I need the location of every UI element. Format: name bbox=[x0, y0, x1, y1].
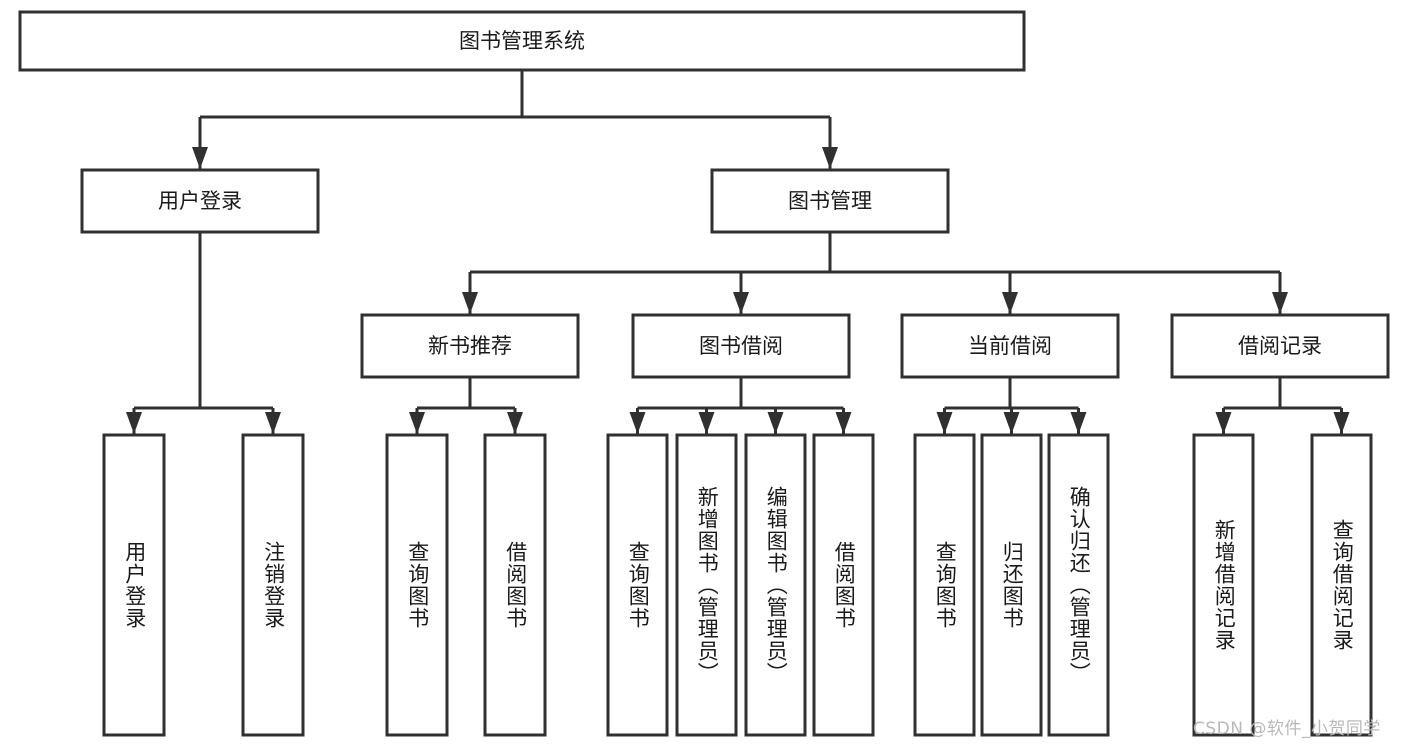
node-box-leaf-return-book[interactable] bbox=[980, 433, 1043, 737]
arrow-head-icon-leaf-borrow-book-2 bbox=[835, 412, 852, 434]
node-box-new-book-recommend[interactable] bbox=[360, 313, 580, 379]
node-box-borrow-record[interactable] bbox=[1170, 313, 1390, 379]
arrow-head-icon-leaf-user-logout bbox=[265, 412, 281, 434]
node-box-leaf-query-book-3[interactable] bbox=[913, 433, 976, 737]
node-label-user-login: 用户登录 bbox=[158, 189, 242, 213]
node-label-current-borrow: 当前借阅 bbox=[968, 334, 1052, 358]
node-box-leaf-query-record[interactable] bbox=[1310, 433, 1373, 737]
arrow-head-icon-book-manage bbox=[822, 147, 838, 169]
connectors-layer bbox=[126, 70, 1350, 434]
node-box-leaf-user-login[interactable] bbox=[102, 433, 166, 737]
node-box-leaf-query-book-1[interactable] bbox=[385, 433, 449, 737]
csdn-watermark: CSDN @软件_小贺同学 bbox=[1193, 719, 1381, 739]
node-box-leaf-confirm-return[interactable] bbox=[1047, 433, 1110, 737]
arrow-head-icon-leaf-query-book-3 bbox=[936, 412, 953, 434]
arrow-head-icon-leaf-query-book-2 bbox=[629, 412, 646, 434]
node-box-leaf-add-book[interactable] bbox=[675, 433, 738, 737]
node-box-leaf-borrow-book-1[interactable] bbox=[483, 433, 547, 737]
arrow-head-icon-current-borrow bbox=[1002, 292, 1018, 314]
node-label-new-book-recommend: 新书推荐 bbox=[428, 334, 512, 358]
node-box-root[interactable] bbox=[18, 10, 1026, 72]
arrow-head-icon-user-login bbox=[192, 147, 208, 169]
arrow-head-icon-leaf-query-book-1 bbox=[409, 412, 425, 434]
arrow-head-icon-leaf-user-login bbox=[126, 412, 142, 434]
boxes-layer bbox=[18, 10, 1390, 737]
node-label-borrow-record: 借阅记录 bbox=[1238, 334, 1322, 358]
node-box-book-manage[interactable] bbox=[710, 168, 950, 234]
arrow-head-icon-leaf-add-book bbox=[698, 412, 715, 434]
node-label-book-borrow: 图书借阅 bbox=[699, 334, 783, 358]
arrow-head-icon-leaf-return-book bbox=[1003, 412, 1020, 434]
node-box-leaf-borrow-book-2[interactable] bbox=[812, 433, 875, 737]
node-label-root: 图书管理系统 bbox=[459, 29, 585, 53]
node-box-book-borrow[interactable] bbox=[631, 313, 851, 379]
arrow-head-icon-leaf-confirm-return bbox=[1070, 412, 1087, 434]
arrow-head-icon-leaf-edit-book bbox=[767, 412, 784, 434]
node-label-book-manage: 图书管理 bbox=[788, 189, 872, 213]
arrow-head-icon-borrow-record bbox=[1272, 292, 1288, 314]
node-box-leaf-user-logout[interactable] bbox=[241, 433, 305, 737]
node-box-user-login[interactable] bbox=[80, 168, 320, 234]
node-box-leaf-query-book-2[interactable] bbox=[606, 433, 669, 737]
arrow-head-icon-book-borrow bbox=[733, 292, 749, 314]
arrow-head-icon-new-book-recommend bbox=[462, 292, 478, 314]
node-box-leaf-edit-book[interactable] bbox=[744, 433, 807, 737]
arrow-head-icon-leaf-borrow-book-1 bbox=[507, 412, 523, 434]
arrow-head-icon-leaf-query-record bbox=[1333, 412, 1350, 434]
node-box-current-borrow[interactable] bbox=[900, 313, 1120, 379]
arrow-head-icon-leaf-add-record bbox=[1215, 412, 1232, 434]
node-box-leaf-add-record[interactable] bbox=[1192, 433, 1255, 737]
